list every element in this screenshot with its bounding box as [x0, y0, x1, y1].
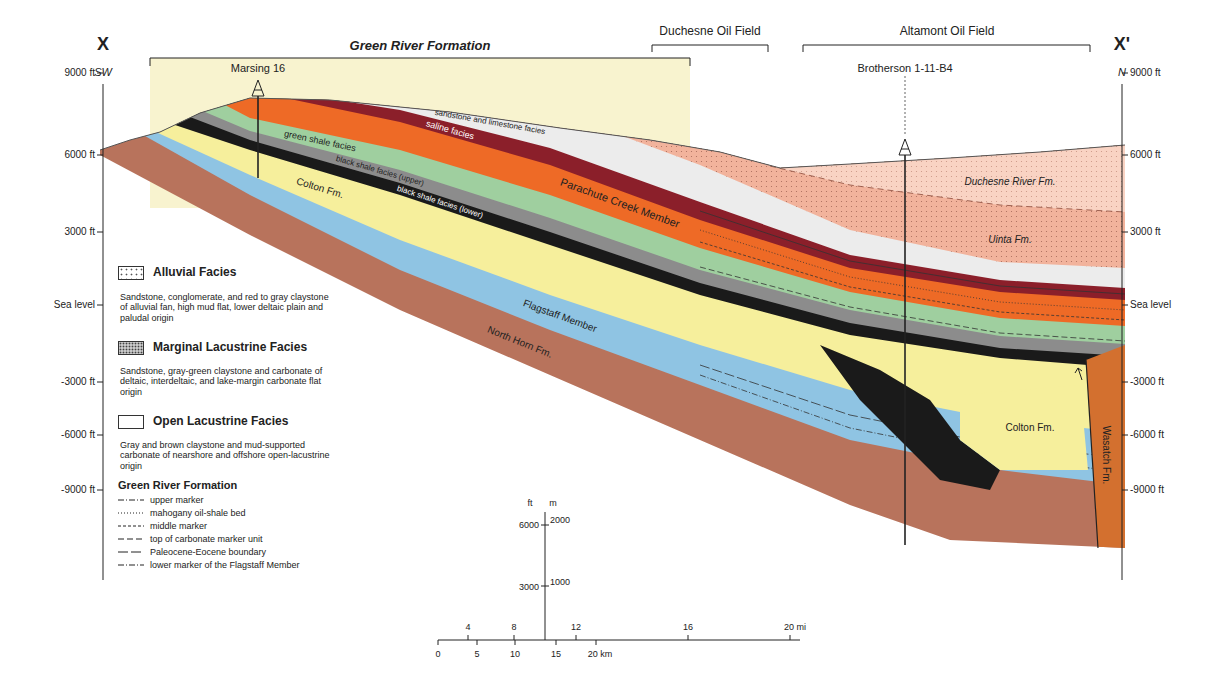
scale-label: 3000	[519, 582, 539, 592]
unit-label: Wasatch Fm.	[1100, 426, 1112, 485]
axis-label: -9000 ft	[1130, 484, 1164, 496]
legend-text: middle marker	[150, 521, 207, 531]
unit-label: Colton Fm.	[1006, 422, 1055, 434]
legend-heading: Green River Formation	[118, 479, 237, 492]
legend-line	[118, 523, 146, 529]
legend-line	[118, 497, 146, 503]
legend-text: Alluvial Facies	[153, 266, 236, 280]
legend-description: Sandstone, gray-green claystone and carb…	[120, 366, 335, 397]
scale-label: 20 mi	[784, 622, 806, 632]
unit-label: Uinta Fm.	[988, 234, 1031, 246]
scale-label: 5	[474, 649, 479, 659]
axis-label: 9000 ft	[64, 67, 95, 79]
legend-swatch	[118, 415, 144, 429]
axis-label: -9000 ft	[61, 484, 95, 496]
legend-text: mahogany oil-shale bed	[150, 508, 246, 518]
unit-label: Colton Fm.	[295, 175, 345, 200]
axis-label: 3000 ft	[64, 226, 95, 238]
unit-label: black shale facies (upper)	[335, 154, 425, 188]
scale-label: 4	[465, 622, 470, 632]
scale-label: 20 km	[588, 649, 613, 659]
unit-label: green shale facies	[283, 128, 357, 153]
direction-label: N	[1118, 66, 1126, 79]
well	[252, 76, 911, 545]
direction-label: SW	[94, 66, 112, 79]
unit-label: Flagstaff Member	[522, 297, 599, 334]
scale-label: 8	[511, 622, 516, 632]
scale-label: 12	[571, 622, 581, 632]
legend-text: Open Lacustrine Facies	[153, 415, 288, 429]
scale-label: m	[549, 498, 557, 508]
legend-line	[118, 536, 146, 542]
bracket-label: Altamont Oil Field	[900, 25, 995, 39]
scale-label: 2000	[550, 515, 570, 525]
axis-label: -6000 ft	[1130, 429, 1164, 441]
legend-text: Paleocene-Eocene boundary	[150, 547, 266, 557]
axis-label: -3000 ft	[61, 376, 95, 388]
legend-line	[118, 510, 146, 516]
legend-description: Gray and brown claystone and mud-support…	[120, 440, 335, 471]
legend-text: Marginal Lacustrine Facies	[153, 341, 307, 355]
scale-label: 1000	[550, 577, 570, 587]
unit-label: North Horn Fm.	[486, 324, 554, 360]
legend-line	[118, 549, 146, 555]
unit-label: Duchesne River Fm.	[964, 176, 1055, 188]
axis-label: Sea level	[1130, 299, 1171, 311]
scale-label: ft	[527, 498, 532, 508]
section-mark: X'	[1114, 34, 1130, 55]
legend-swatch	[118, 341, 144, 355]
legend-text: upper marker	[150, 495, 204, 505]
well-label: Marsing 16	[231, 62, 285, 75]
legend-swatch	[118, 266, 144, 280]
scale-label: 0	[435, 649, 440, 659]
scale-label: 16	[683, 622, 693, 632]
strata	[90, 0, 1140, 600]
scale-label: 10	[510, 649, 520, 659]
legend-line	[118, 562, 146, 568]
axis-label: -3000 ft	[1130, 376, 1164, 388]
axis-label: 6000 ft	[64, 149, 95, 161]
unit-label: black shale facies (lower)	[396, 184, 484, 220]
axis-label: 6000 ft	[1130, 149, 1161, 161]
axis-label: Sea level	[54, 299, 95, 311]
legend-text: top of carbonate marker unit	[150, 534, 263, 544]
unit-label: Parachute Creek Member	[559, 176, 682, 231]
scale-label: 15	[551, 649, 561, 659]
axis-label: -6000 ft	[61, 429, 95, 441]
legend-description: Sandstone, conglomerate, and red to gray…	[120, 292, 335, 323]
bracket-label: Green River Formation	[350, 39, 491, 54]
axis-label: 3000 ft	[1130, 226, 1161, 238]
axis-label: 9000 ft	[1130, 67, 1161, 79]
scale-label: 6000	[519, 520, 539, 530]
legend-text: lower marker of the Flagstaff Member	[150, 560, 299, 570]
well-label: Brotherson 1-11-B4	[857, 62, 952, 75]
axis	[97, 73, 1128, 580]
section-mark: X	[97, 34, 109, 55]
scale-bar	[438, 512, 800, 645]
bracket-label: Duchesne Oil Field	[659, 25, 760, 39]
